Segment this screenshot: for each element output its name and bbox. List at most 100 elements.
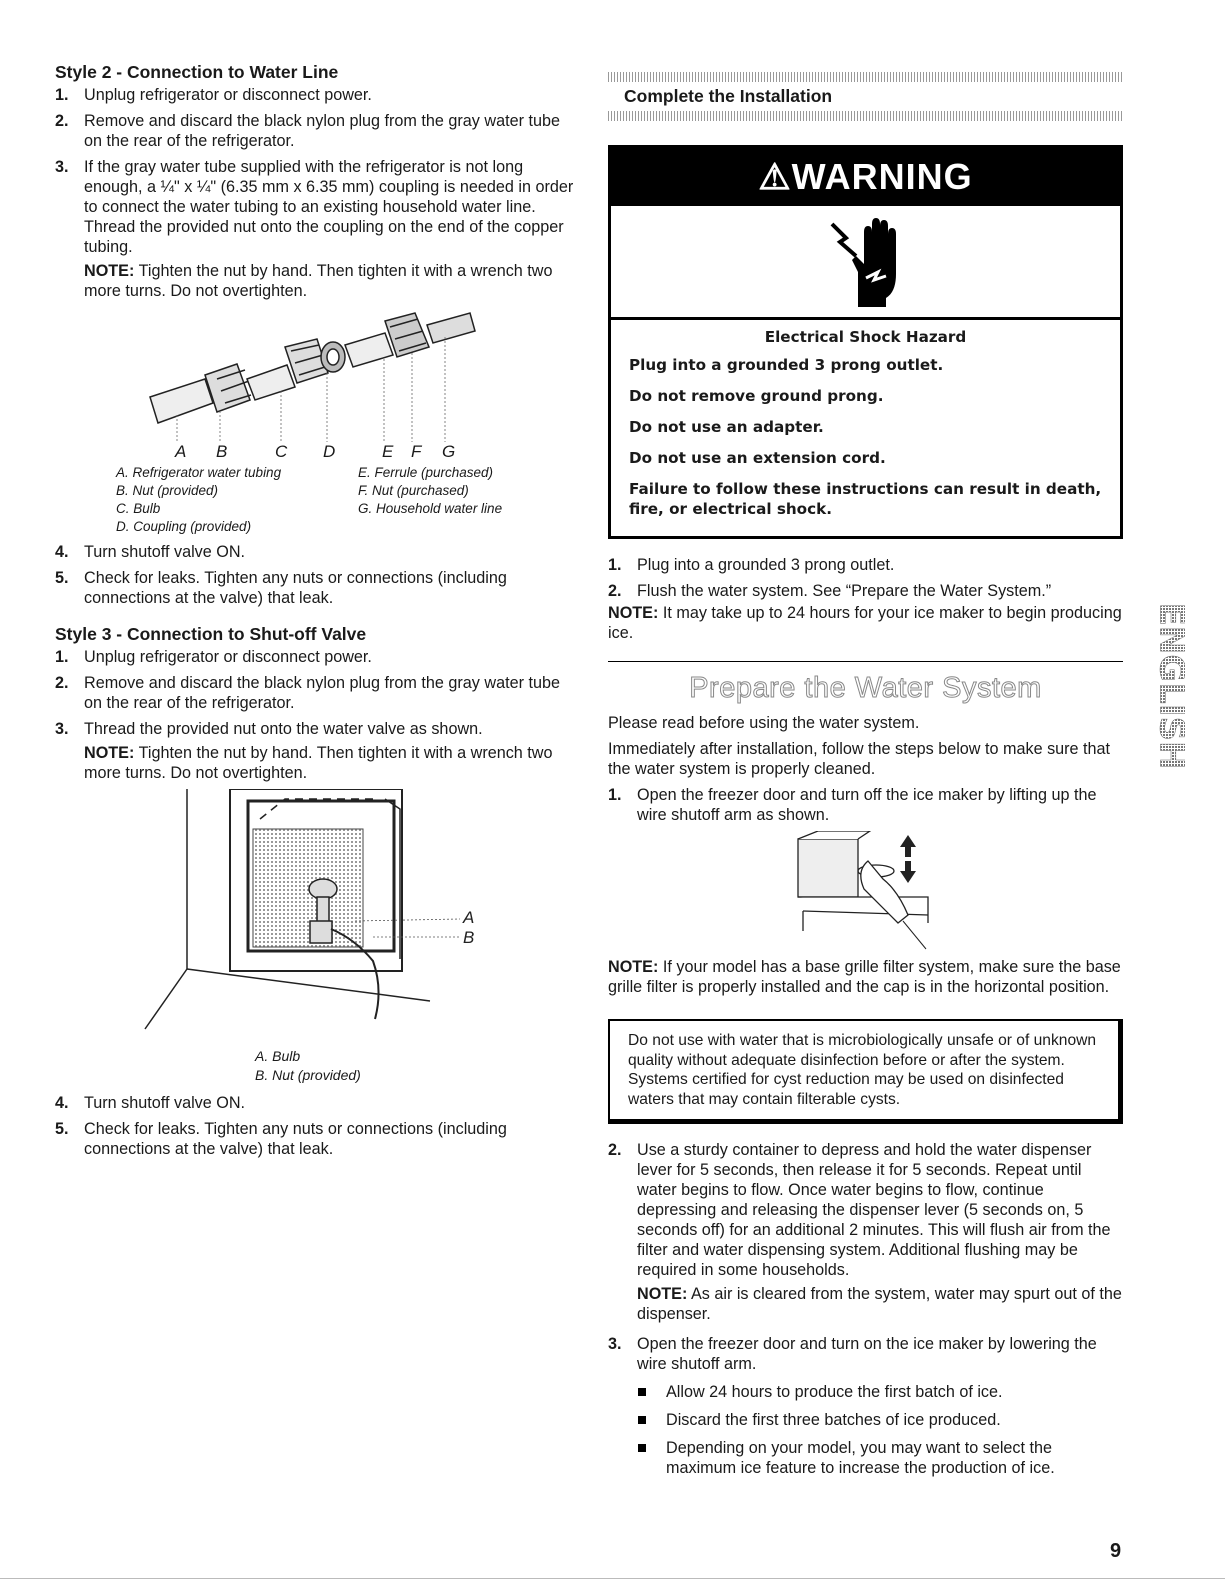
step-number: 2. xyxy=(55,674,69,692)
electrical-shock-hand-icon xyxy=(830,217,896,307)
note-label: NOTE: xyxy=(84,744,135,762)
warning-line: Do not use an adapter. xyxy=(629,418,824,436)
list-item: 3. Thread the provided nut onto the water… xyxy=(55,719,575,739)
prepare-step-1: 1. Open the freezer door and turn off the… xyxy=(608,785,1123,825)
legend-item: E. Ferrule (purchased) xyxy=(358,465,494,480)
figure-letter: E xyxy=(382,442,394,461)
complete-installation-heading: Complete the Installation xyxy=(624,86,833,106)
legend-item: C. Bulb xyxy=(116,501,161,516)
legend-item: G. Household water line xyxy=(358,501,503,516)
note-label: NOTE: xyxy=(608,604,659,622)
list-item: 1.Unplug refrigerator or disconnect powe… xyxy=(55,85,575,105)
legend-item: D. Coupling (provided) xyxy=(116,519,252,534)
legend-item: A. Bulb xyxy=(255,1048,301,1064)
legend-item: A. Refrigerator water tubing xyxy=(116,465,282,480)
warning-line: Do not use an extension cord. xyxy=(629,449,886,467)
complete-steps: 1. Plug into a grounded 3 prong outlet. 2… xyxy=(608,555,1123,601)
figure-letter: B xyxy=(216,442,228,461)
section-divider xyxy=(608,72,1123,82)
warning-line: Plug into a grounded 3 prong outlet. xyxy=(629,356,944,374)
step-number: 3. xyxy=(55,158,69,176)
step-number: 2. xyxy=(608,1141,622,1160)
step-number: 1. xyxy=(55,648,69,666)
step-number: 3. xyxy=(55,720,69,738)
step-number: 2. xyxy=(608,582,622,600)
list-item: 5.Check for leaks. Tighten any nuts or c… xyxy=(55,568,575,608)
warning-box: ⚠WARNING Electrical Shock Hazard Plug in… xyxy=(608,145,1123,539)
list-item: 1. Unplug refrigerator or disconnect powe… xyxy=(55,647,575,667)
step-text: Flush the water system. See “Prepare the… xyxy=(637,582,1052,600)
list-item: 4.Turn shutoff valve ON. xyxy=(55,542,575,562)
step2-note: NOTE: As air is cleared from the system,… xyxy=(608,1284,1123,1324)
step-number: 2. xyxy=(55,112,69,130)
coupling-diagram-illustration xyxy=(149,312,476,442)
section-rule xyxy=(608,661,1123,662)
figure-letter: A xyxy=(175,442,187,461)
step-text: Plug into a grounded 3 prong outlet. xyxy=(637,556,895,574)
step-text: Turn shutoff valve ON. xyxy=(84,1094,246,1112)
step-number: 1. xyxy=(608,556,622,574)
style3-heading: Style 3 - Connection to Shut-off Valve xyxy=(55,624,367,644)
figure-letter: F xyxy=(411,442,422,461)
prepare-intro-1: Please read before using the water syste… xyxy=(608,714,920,732)
figure-letter: A xyxy=(462,908,474,927)
step-text: Use a sturdy container to depress and ho… xyxy=(637,1141,1111,1280)
warning-header: ⚠WARNING xyxy=(611,148,1120,206)
legend-item: B. Nut (provided) xyxy=(255,1067,361,1083)
step-number: 5. xyxy=(55,569,69,587)
shutoff-valve-legend: A. Bulb B. Nut (provided) xyxy=(55,1047,575,1085)
prepare-step-3: 3.Open the freezer door and turn on the … xyxy=(608,1334,1123,1374)
note-text: As air is cleared from the system, water… xyxy=(637,1285,1122,1324)
step-number: 1. xyxy=(608,786,622,804)
style2-heading: Style 2 - Connection to Water Line xyxy=(55,62,339,82)
step-number: 4. xyxy=(55,1094,69,1112)
list-item: 1. Plug into a grounded 3 prong outlet. xyxy=(608,555,1123,575)
page-number: 9 xyxy=(1110,1540,1122,1562)
step-text: Check for leaks. Tighten any nuts or con… xyxy=(84,1120,507,1158)
list-item: 2. Use a sturdy container to depress and … xyxy=(608,1140,1123,1280)
ice-maker-arm-diagram xyxy=(608,830,1123,951)
style2-steps: 1.Unplug refrigerator or disconnect powe… xyxy=(55,85,575,257)
figure-letter: C xyxy=(275,442,288,461)
figure-letter: B xyxy=(463,928,474,947)
list-item: 2.Remove and discard the black nylon plu… xyxy=(55,673,575,713)
step-text: Unplug refrigerator or disconnect power. xyxy=(84,648,372,666)
water-safety-notice: Do not use with water that is microbiolo… xyxy=(608,1019,1123,1125)
ice-tips-list: Allow 24 hours to produce the first batc… xyxy=(608,1382,1123,1478)
step-number: 4. xyxy=(55,543,69,561)
side-tab-label: ENGLISH xyxy=(1155,603,1185,770)
step-text: Unplug refrigerator or disconnect power. xyxy=(84,86,372,104)
list-item: 2. Remove and discard the black nylon plu… xyxy=(55,111,575,151)
legend-item: F. Nut (purchased) xyxy=(358,483,469,498)
language-side-tab: ENGLISH xyxy=(1155,602,1185,770)
coupling-diagram xyxy=(55,307,575,462)
style2-steps-after: 4.Turn shutoff valve ON. 5.Check for lea… xyxy=(55,542,575,608)
ice-maker-illustration xyxy=(797,830,929,950)
page-bottom-edge xyxy=(0,1578,1225,1579)
step-text: Open the freezer door and turn off the i… xyxy=(637,786,1097,824)
right-column: Complete the Installation ⚠WARNING Elect… xyxy=(608,72,1123,1486)
list-item: 5. Check for leaks. Tighten any nuts or c… xyxy=(55,1119,575,1159)
note-label: NOTE: xyxy=(608,958,659,976)
step-text: Thread the provided nut onto the water v… xyxy=(84,720,483,738)
step-number: 5. xyxy=(55,1120,69,1138)
list-item: 3. If the gray water tube supplied with t… xyxy=(55,157,575,257)
warning-line: Failure to follow these instructions can… xyxy=(629,480,1102,518)
note-text: Tighten the nut by hand. Then tighten it… xyxy=(84,744,553,782)
note-label: NOTE: xyxy=(84,262,135,280)
style3-steps-after: 4. Turn shutoff valve ON. 5. Check for lea… xyxy=(55,1093,575,1159)
list-item: Allow 24 hours to produce the first batc… xyxy=(637,1382,1123,1402)
figure-letter: G xyxy=(442,442,456,461)
section-divider xyxy=(608,111,1123,121)
step-text: If the gray water tube supplied with the… xyxy=(84,158,574,256)
note-text: Tighten the nut by hand. Then tighten it… xyxy=(84,262,553,300)
step-text: Remove and discard the black nylon plug … xyxy=(84,112,560,150)
step-text: Open the freezer door and turn on the ic… xyxy=(637,1335,1097,1374)
style3-note: NOTE: Tighten the nut by hand. Then tigh… xyxy=(55,743,575,783)
warning-icon-area xyxy=(611,206,1120,320)
legend-item xyxy=(358,518,598,536)
list-item: 4. Turn shutoff valve ON. xyxy=(55,1093,575,1113)
style2-note: NOTE: Tighten the nut by hand. Then tigh… xyxy=(55,261,575,301)
complete-note: NOTE: It may take up to 24 hours for you… xyxy=(608,603,1123,643)
prepare-intro-2: Immediately after installation, follow t… xyxy=(608,740,1111,778)
